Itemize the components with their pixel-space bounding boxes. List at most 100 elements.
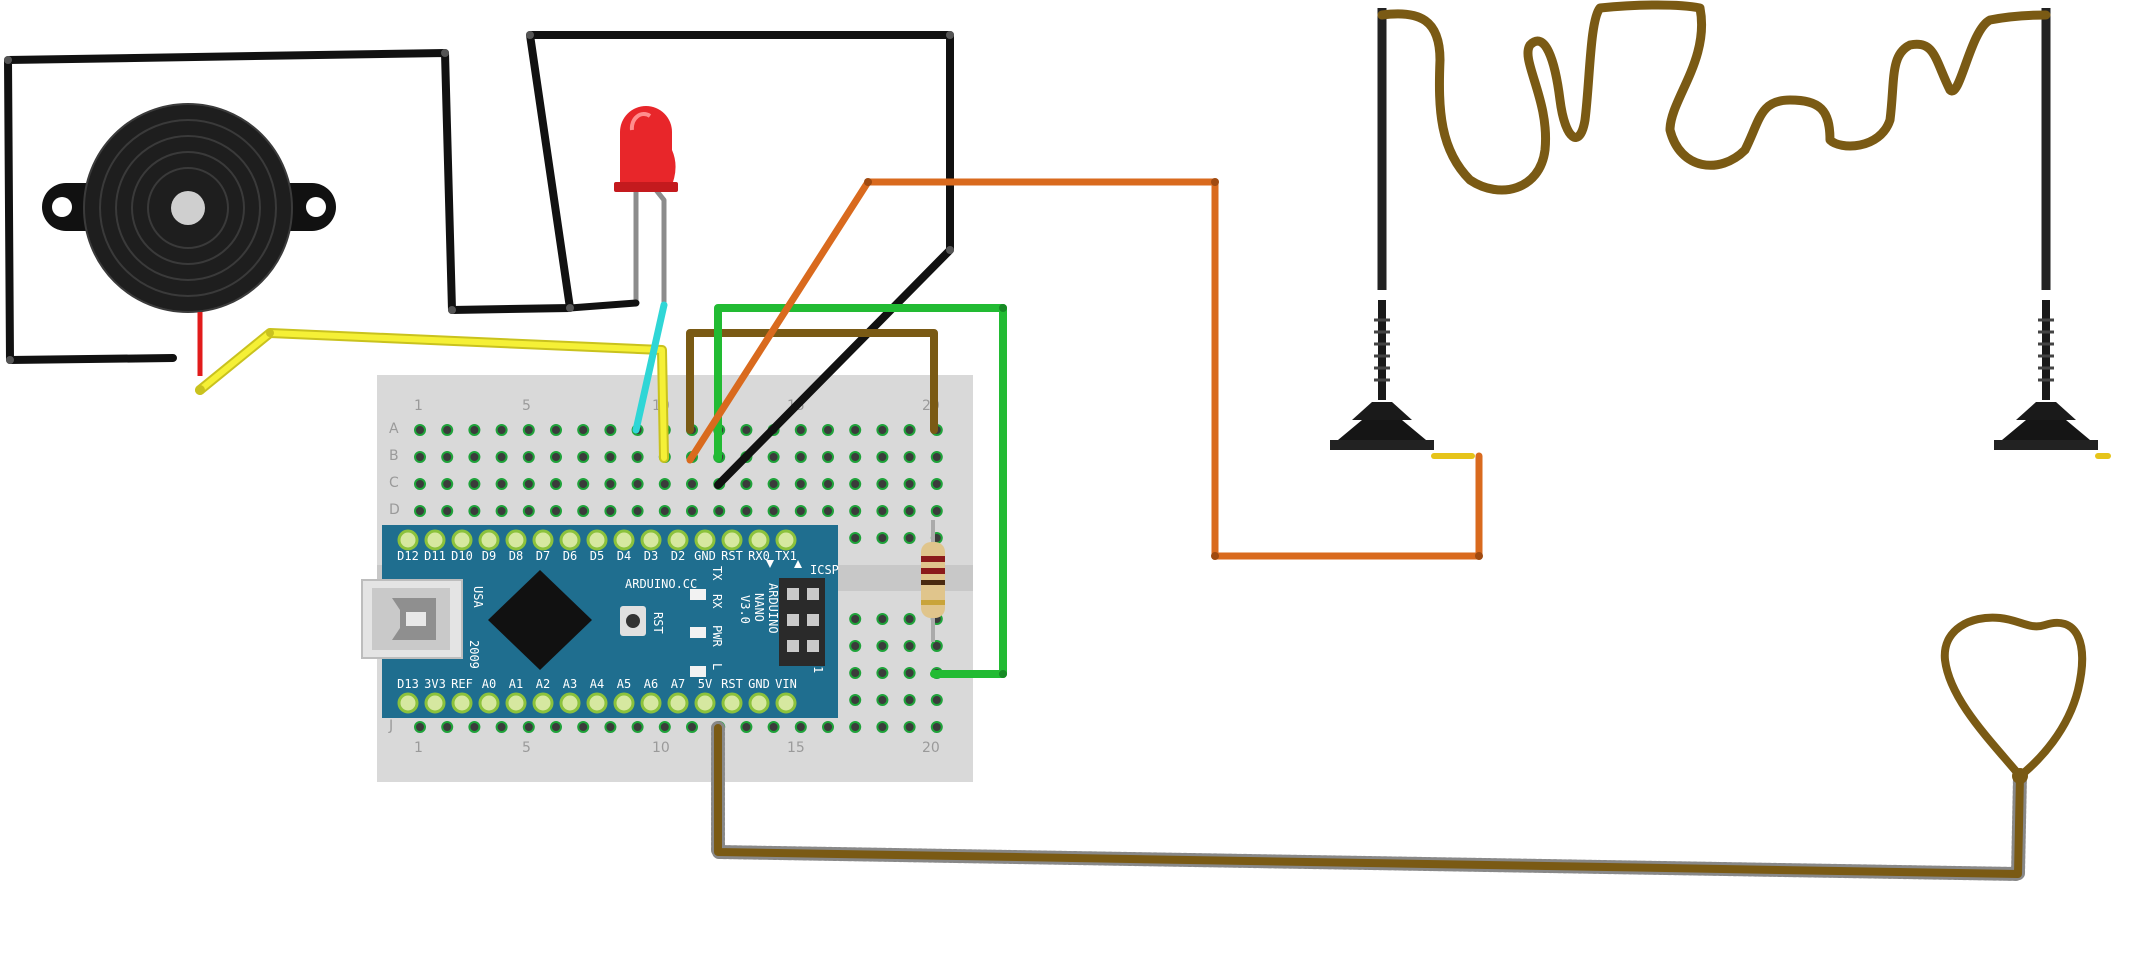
row-label-d: D [389, 502, 400, 518]
breadboard-hole [577, 505, 590, 517]
breadboard-hole [822, 721, 834, 733]
icsp-pin [787, 614, 799, 626]
arduino-pin-pad [424, 529, 446, 551]
arduino-pin-pad [721, 692, 743, 714]
usa-label: USA [471, 586, 485, 608]
breadboard-hole [414, 721, 426, 733]
breadboard-hole [849, 721, 862, 733]
breadboard-hole [903, 667, 916, 679]
arduino-top-pin-labels: D12 D11 D10 D9 D8 D7 D6 D5 D4 D3 D2 GND … [397, 549, 797, 563]
pin-label-d8: D8 [509, 549, 523, 563]
arduino-pin-pad [451, 529, 473, 551]
breadboard-hole [849, 667, 862, 679]
arduino-pin-pad [424, 692, 446, 714]
breadboard-hole [876, 640, 889, 652]
breadboard-hole [822, 478, 834, 490]
arduino-pin-pad [748, 692, 770, 714]
breadboard-hole [441, 478, 454, 490]
breadboard-hole [930, 451, 943, 463]
arduino-pin-pad [640, 529, 662, 551]
col-label-1: 1 [414, 398, 423, 414]
row-label-b: B [389, 448, 399, 464]
breadboard-hole [441, 451, 454, 463]
breadboard-hole [767, 451, 780, 463]
loop-antenna [1940, 613, 2087, 780]
arduino-pin-pad [397, 529, 419, 551]
breadboard-hole [577, 451, 590, 463]
breadboard-hole [577, 478, 590, 490]
arduino-pin-pad [478, 529, 500, 551]
breadboard-hole [441, 505, 454, 517]
microcontroller-chip [488, 570, 592, 670]
pin-label-ref: REF [451, 677, 473, 691]
breadboard-hole [522, 424, 535, 436]
breadboard-hole [468, 721, 481, 733]
pin-label-gnd-bottom: GND [748, 677, 770, 691]
board-name-line2: NANO [752, 593, 766, 622]
breadboard-hole [876, 613, 889, 625]
arduino-pin-pads [397, 529, 797, 714]
breadboard-hole [903, 694, 916, 706]
arduino-pin-pad [613, 692, 635, 714]
arduino-pin-pad [397, 692, 419, 714]
breadboard-hole [849, 478, 862, 490]
breadboard-hole [876, 505, 889, 517]
breadboard-hole [930, 478, 943, 490]
col-label-1-bottom: 1 [414, 740, 423, 756]
breadboard-hole [903, 640, 916, 652]
breadboard-hole [822, 451, 834, 463]
board-name-line1: ARDUINO [766, 583, 780, 634]
rst-label: RST [651, 612, 665, 634]
breadboard-hole [903, 478, 916, 490]
loop-antenna-joint [2012, 768, 2028, 784]
arduino-pin-pad [775, 692, 797, 714]
breadboard-hole [740, 478, 753, 490]
row-label-j: J [388, 718, 393, 734]
breadboard-hole [876, 424, 889, 436]
arduino-pin-pad [505, 529, 527, 551]
pin-label-d10: D10 [451, 549, 473, 563]
breadboard-hole [822, 505, 834, 517]
breadboard-hole [876, 451, 889, 463]
pin-label-vin: VIN [775, 677, 797, 691]
l-label: L [710, 663, 724, 670]
wire-black-buzzer-loop [4, 31, 954, 489]
arduino-pin-pad [667, 529, 689, 551]
pin-label-tx1: TX1 [775, 549, 797, 563]
col-label-10-bottom: 10 [652, 740, 670, 756]
col-label-20-bottom: 20 [922, 740, 940, 756]
arduino-pin-pad [613, 529, 635, 551]
breadboard-hole [604, 478, 617, 490]
antenna-left [1330, 8, 1434, 450]
icsp-pin [807, 614, 819, 626]
col-label-15-bottom: 15 [787, 740, 805, 756]
breadboard-hole [876, 694, 889, 706]
breadboard-hole [876, 532, 889, 544]
arduino-pin-pad [559, 529, 581, 551]
resistor [921, 520, 945, 642]
breadboard-hole [522, 721, 535, 733]
arduino-pin-pad [451, 692, 473, 714]
arduino-pin-pad [532, 529, 554, 551]
pin-label-d2: D2 [671, 549, 685, 563]
breadboard-hole [713, 505, 726, 517]
pin-label-a7: A7 [671, 677, 685, 691]
breadboard-column-labels-bottom: 1 5 10 15 20 [414, 740, 940, 756]
pwr-label: PWR [710, 625, 724, 647]
icsp-pin [807, 588, 819, 600]
breadboard-hole [577, 721, 590, 733]
breadboard-hole [522, 505, 535, 517]
col-label-5-bottom: 5 [522, 740, 531, 756]
pin-label-d13: D13 [397, 677, 419, 691]
breadboard-hole [849, 505, 862, 517]
breadboard-hole [495, 721, 508, 733]
breadboard-hole [849, 613, 862, 625]
arduino-pin-pad [694, 529, 716, 551]
breadboard-hole [414, 505, 426, 517]
wire-orange [686, 178, 1483, 560]
breadboard-hole [740, 424, 753, 436]
board-name-line3: V3.0 [738, 595, 752, 624]
arduino-pin-pad [640, 692, 662, 714]
breadboard-hole [686, 721, 698, 733]
breadboard-hole [686, 478, 698, 490]
